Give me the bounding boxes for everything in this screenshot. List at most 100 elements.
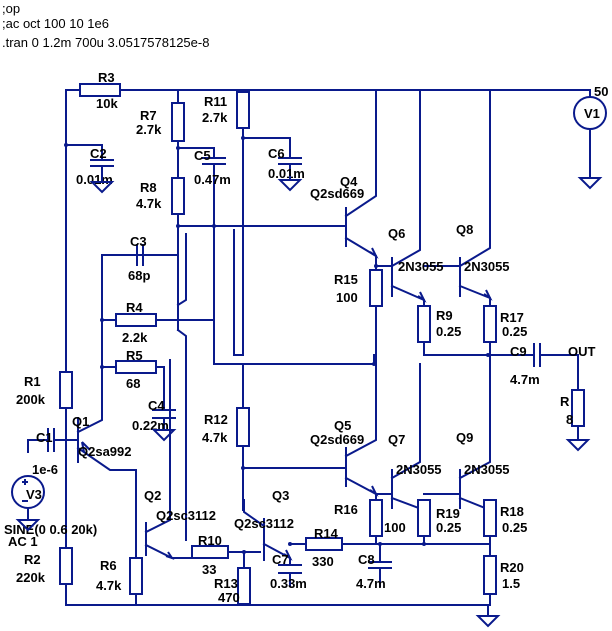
transistor-q9[interactable]: Q9 2N3055 xyxy=(456,430,510,513)
transistor-q6[interactable]: Q6 2N3055 xyxy=(388,226,444,303)
ground-icon xyxy=(151,429,177,442)
v3-value: SINE(0 0.6 20k) xyxy=(4,522,97,537)
r10-value: 33 xyxy=(202,562,216,577)
q7-label: Q7 xyxy=(388,432,405,447)
resistor-r9[interactable]: R9 0.25 xyxy=(417,305,461,343)
capacitor-c7[interactable]: C7 0.33m xyxy=(270,552,307,591)
transistor-q3[interactable]: Q3 Q2sc3112 xyxy=(234,488,294,561)
r16-label: R16 xyxy=(334,502,358,517)
r6-value: 4.7k xyxy=(96,578,122,593)
r18-value: 0.25 xyxy=(502,520,527,535)
r5-value: 68 xyxy=(126,376,140,391)
capacitor-c9[interactable]: C9 4.7m xyxy=(510,343,541,387)
voltage-source-v1[interactable]: V1 50 xyxy=(573,84,608,130)
q6-label: Q6 xyxy=(388,226,405,241)
resistor-r16[interactable]: R16 100 xyxy=(334,499,406,537)
voltage-source-v3[interactable]: V3 SINE(0 0.6 20k) AC 1 xyxy=(4,475,97,549)
r19-value: 0.25 xyxy=(436,520,461,535)
resistor-r4[interactable]: R4 2.2k xyxy=(115,300,157,345)
c4-label: C4 xyxy=(148,398,165,413)
r19-label: R19 xyxy=(436,506,460,521)
resistor-r7[interactable]: R7 2.7k xyxy=(136,102,185,142)
capacitor-c8[interactable]: C8 4.7m xyxy=(356,552,392,591)
ground-icon xyxy=(89,166,115,194)
resistor-r17[interactable]: R17 0.25 xyxy=(483,305,527,343)
c1-label: C1 xyxy=(36,430,53,445)
transistor-q1[interactable]: Q1 Q2sa992 xyxy=(72,414,132,459)
capacitor-c6[interactable]: C6 0.01m xyxy=(268,146,305,181)
resistor-r3[interactable]: R3 10k xyxy=(79,70,121,111)
c7-value: 0.33m xyxy=(270,576,307,591)
c9-label: C9 xyxy=(510,344,527,359)
q9-model: 2N3055 xyxy=(464,462,510,477)
r7-value: 2.7k xyxy=(136,122,162,137)
r17-label: R17 xyxy=(500,310,524,325)
r11-label: R11 xyxy=(204,94,227,109)
wires xyxy=(27,89,591,617)
resistor-r18[interactable]: R18 0.25 xyxy=(483,499,527,537)
out-net-label: OUT xyxy=(568,344,596,359)
resistor-r12[interactable]: R12 4.7k xyxy=(202,407,250,447)
r13-label: R13 xyxy=(214,576,238,591)
q4-label: Q4 xyxy=(340,174,358,189)
r3-label: R3 xyxy=(98,70,115,85)
q8-label: Q8 xyxy=(456,222,473,237)
q7-model: 2N3055 xyxy=(396,462,442,477)
transistor-q5[interactable]: Q5 Q2sd669 xyxy=(310,418,379,497)
resistor-r11[interactable]: R11 2.7k xyxy=(202,91,250,129)
r8-label: R8 xyxy=(140,180,157,195)
r15-label: R15 xyxy=(334,272,358,287)
r9-label: R9 xyxy=(436,308,453,323)
transistor-q8[interactable]: Q8 2N3055 xyxy=(456,222,510,301)
capacitor-c2[interactable]: C2 0.01m xyxy=(76,146,114,187)
transistor-q7[interactable]: Q7 2N3055 xyxy=(388,432,442,513)
r12-label: R12 xyxy=(204,412,228,427)
q9-label: Q9 xyxy=(456,430,473,445)
c7-label: C7 xyxy=(272,552,289,567)
directive-tran: .tran 0 1.2m 700u 3.0517578125e-8 xyxy=(2,35,209,50)
resistor-r2[interactable]: R2 220k xyxy=(16,547,73,585)
c8-label: C8 xyxy=(358,552,375,567)
r10-label: R10 xyxy=(198,533,222,548)
q1-model: Q2sa992 xyxy=(78,444,132,459)
transistor-q4[interactable]: Q4 Q2sd669 xyxy=(310,174,379,259)
directive-op: ;op xyxy=(2,1,20,16)
c6-label: C6 xyxy=(268,146,285,161)
resistor-r6[interactable]: R6 4.7k xyxy=(96,557,143,595)
resistor-r20[interactable]: R20 1.5 xyxy=(483,555,524,595)
r7-label: R7 xyxy=(140,108,157,123)
resistor-r5[interactable]: R5 68 xyxy=(115,348,157,391)
r16-value: 100 xyxy=(384,520,406,535)
r15-value: 100 xyxy=(336,290,358,305)
v1-label: V1 xyxy=(584,106,600,121)
r6-label: R6 xyxy=(100,558,117,573)
q6-model: 2N3055 xyxy=(398,259,444,274)
ground-icon xyxy=(475,615,501,628)
resistor-r8[interactable]: R8 4.7k xyxy=(136,177,185,215)
q4-model: Q2sd669 xyxy=(310,186,364,201)
r8-value: 4.7k xyxy=(136,196,162,211)
ground-icon xyxy=(277,176,303,192)
capacitor-c5[interactable]: C5 0.47m xyxy=(194,148,231,187)
resistor-r19[interactable]: R19 0.25 xyxy=(417,499,461,537)
resistor-load[interactable]: R 8 xyxy=(560,389,585,427)
q2-label: Q2 xyxy=(144,488,161,503)
resistor-r14[interactable]: R14 330 xyxy=(305,526,343,569)
capacitor-c1[interactable]: C1 1e-6 xyxy=(32,428,58,477)
r11-value: 2.7k xyxy=(202,110,228,125)
resistor-r1[interactable]: R1 200k xyxy=(16,371,73,409)
r4-value: 2.2k xyxy=(122,330,148,345)
r20-value: 1.5 xyxy=(502,576,520,591)
transistor-q2[interactable]: Q2 Q2sc3112 xyxy=(144,488,216,560)
resistor-r10[interactable]: R10 33 xyxy=(191,533,229,577)
q8-model: 2N3055 xyxy=(464,259,510,274)
r1-label: R1 xyxy=(24,374,41,389)
capacitor-c3[interactable]: C3 68p xyxy=(128,234,150,283)
c6-value: 0.01m xyxy=(268,166,305,181)
resistor-r15[interactable]: R15 100 xyxy=(334,269,383,307)
c3-label: C3 xyxy=(130,234,147,249)
resistor-r13[interactable]: R13 470 xyxy=(214,567,251,605)
c2-value: 0.01m xyxy=(76,172,113,187)
r5-label: R5 xyxy=(126,348,143,363)
